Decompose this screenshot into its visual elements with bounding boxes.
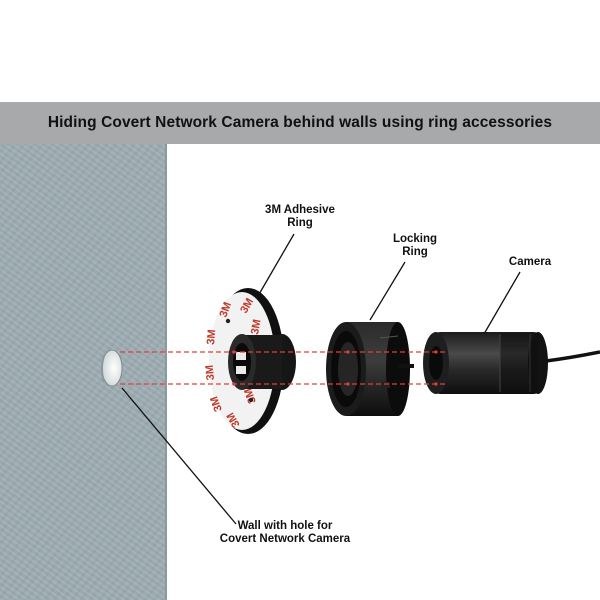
alignment-guides (120, 351, 446, 385)
guide-endpoints (232, 350, 438, 386)
svg-text:3M: 3M (218, 301, 235, 319)
wall-surface (0, 144, 165, 600)
locking-ring (326, 322, 414, 416)
leader-lines (121, 233, 521, 525)
svg-text:3M: 3M (242, 387, 259, 405)
label-locking-ring: Locking Ring (392, 233, 438, 258)
label-adhesive-ring: 3M Adhesive Ring (265, 204, 335, 229)
wall-edge (165, 144, 167, 600)
title-banner: Hiding Covert Network Camera behind wall… (0, 102, 600, 144)
label-wall-hole: Wall with hole for Covert Network Camera (219, 520, 351, 545)
diagram-title: Hiding Covert Network Camera behind wall… (47, 114, 553, 131)
svg-text:3M: 3M (205, 329, 218, 345)
svg-text:3M: 3M (204, 365, 217, 381)
label-camera: Camera (508, 256, 552, 268)
svg-text:3M: 3M (208, 395, 225, 413)
wall-hole (101, 349, 123, 387)
camera-body (423, 332, 600, 394)
svg-text:3M: 3M (249, 318, 263, 335)
